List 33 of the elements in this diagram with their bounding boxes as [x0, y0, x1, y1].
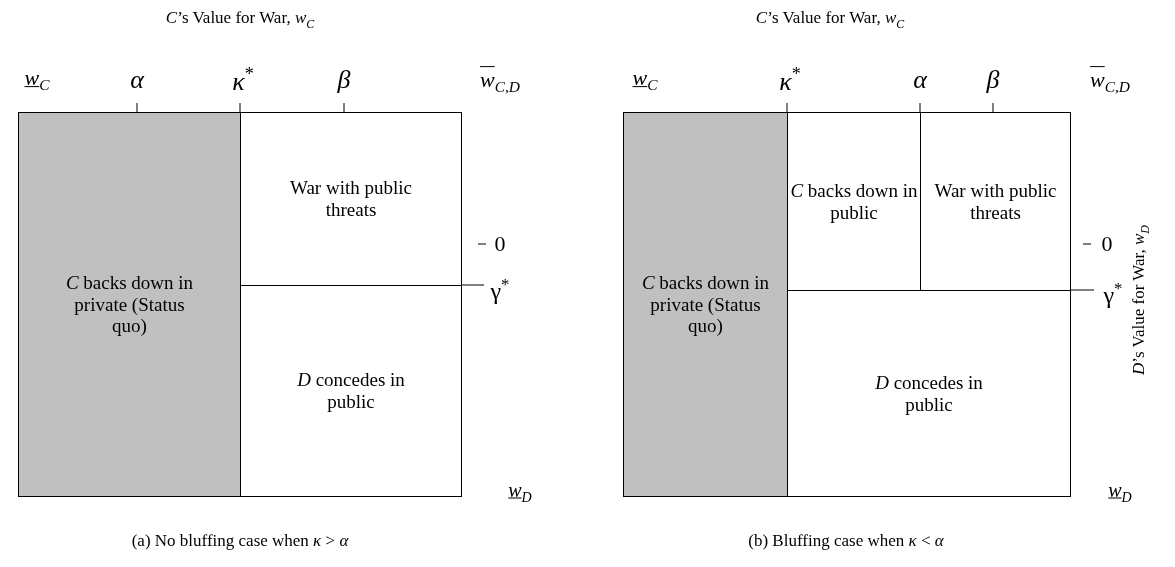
axis-value-label: w$_{D}$	[1108, 479, 1132, 505]
axis-value-label: w$_{C,D}$	[1090, 69, 1130, 95]
axis-value-label: w$_{D}$	[508, 479, 532, 505]
region	[787, 290, 1071, 497]
region-label: D concedes in public	[874, 371, 984, 416]
axis-value-label: κ$^{*}$	[779, 65, 801, 95]
shaded-region	[623, 112, 788, 497]
region	[920, 112, 1071, 291]
caption: (b) Bluffing case when κ < α	[748, 531, 944, 549]
region-label: War with public threats	[933, 179, 1058, 224]
region	[240, 112, 462, 286]
region-label: C backs down in private (Status quo)	[640, 271, 771, 338]
region-label: D concedes in public	[296, 369, 406, 413]
axis-value-label: w$_{C}$	[632, 67, 658, 93]
region-label: C backs down in private (Status quo)	[64, 271, 195, 338]
shaded-region	[18, 112, 241, 497]
region-label: War with public threats	[289, 177, 413, 221]
axis-title: C’s Value for War, w$_{C}$	[755, 9, 905, 31]
caption: (a) No bluffing case when κ > α	[131, 531, 349, 549]
axis-value-label: γ$^{*}$	[1103, 281, 1123, 307]
axis-value-label: β	[337, 67, 351, 93]
axis-value-label: κ$^{*}$	[232, 65, 254, 95]
axis-value-label: w$_{C,D}$	[480, 69, 520, 95]
region-label: C backs down in public	[789, 179, 919, 224]
axis-value-label: γ$^{*}$	[490, 277, 510, 303]
axis-value-label: α	[130, 67, 144, 93]
axis-value-label: w$_{C}$	[24, 67, 50, 93]
axis-value-label: α	[913, 67, 927, 93]
region	[240, 285, 462, 497]
axis-value-label: 0	[494, 233, 506, 255]
axis-title: C’s Value for War, w$_{C}$	[165, 9, 315, 31]
axis-value-label: 0	[1101, 233, 1113, 255]
axis-value-label: β	[986, 67, 1000, 93]
